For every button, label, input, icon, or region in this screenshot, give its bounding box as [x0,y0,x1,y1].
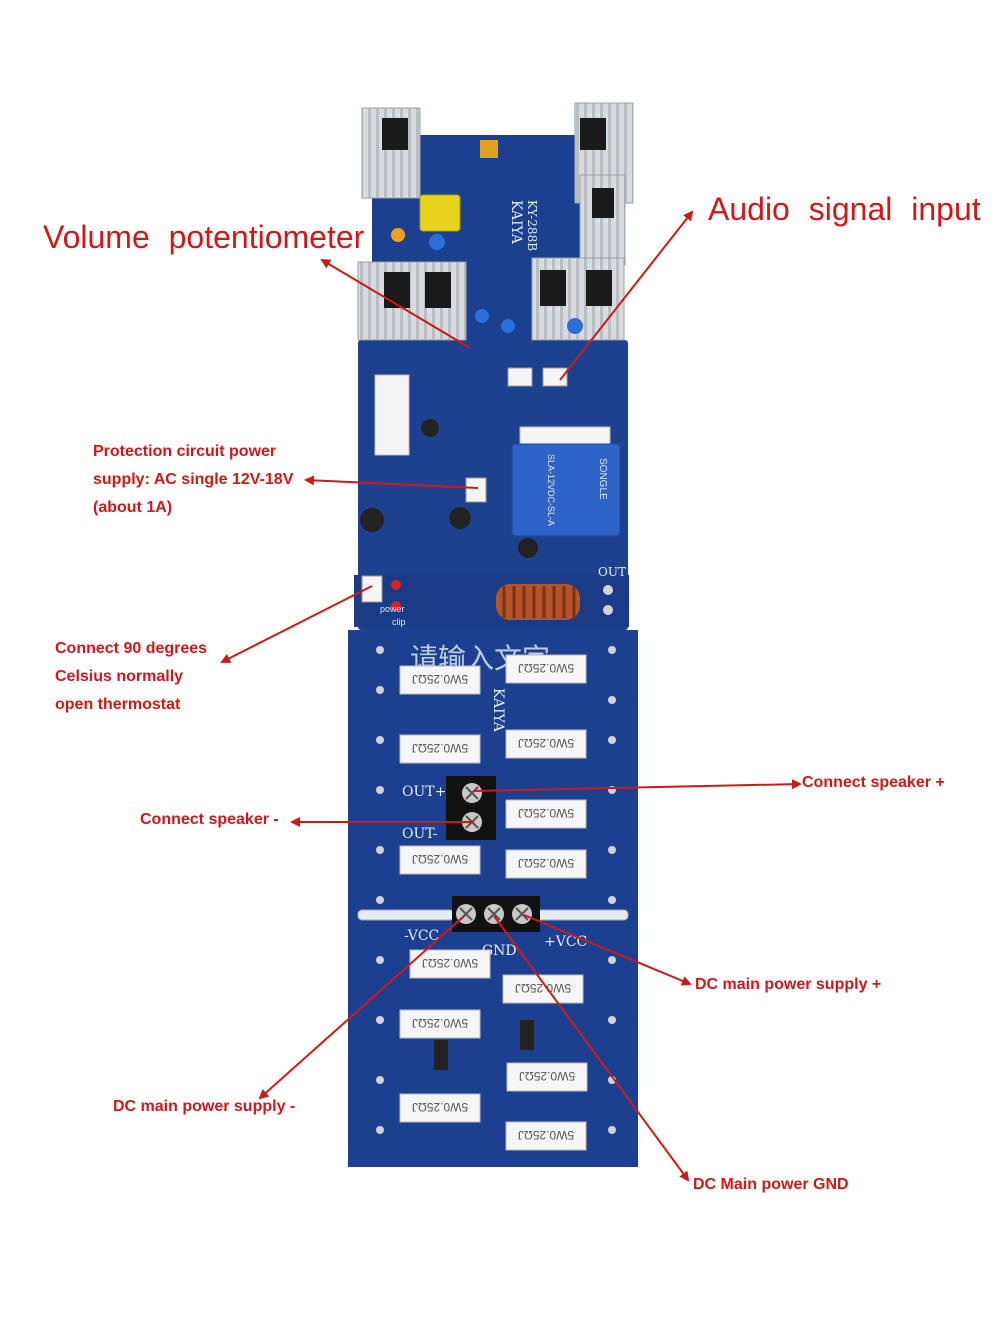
resistor-label: 5W0.25ΩJ [412,1016,468,1030]
label-speaker-plus: Connect speaker + [802,774,945,791]
label-thermostat-line-3: open thermostat [55,696,181,713]
speaker-terminal-block [446,776,496,840]
clip-led [391,601,401,611]
resistor-label: 5W0.25ΩJ [518,736,574,750]
power-resistor: 5W0.25ΩJ [505,729,587,759]
out-pad [603,585,613,595]
power-resistor: 5W0.25ΩJ [505,1121,587,1151]
label-dc-minus: DC main power supply - [113,1098,296,1115]
power-resistor: 5W0.25ΩJ [506,1062,588,1092]
resistor-label: 5W0.25ΩJ [422,956,478,970]
label-thermostat-line-2: Celsius normally [55,668,184,685]
fuse-right [531,909,629,921]
board-brand: KAIYA [508,200,524,245]
heatsink-right-mid [579,174,626,266]
label-protection-line-1: Protection circuit power [93,443,277,460]
capacitor [475,309,489,323]
driver-board: KAIYA KY-288B SONGLE SLA-12VDC-SL-A [354,102,634,655]
vcc-plus-label: +VCC [544,934,587,950]
relay-brand: SONGLE [597,458,608,500]
resistor-label: 5W0.25ΩJ [518,806,574,820]
diode [520,1020,534,1050]
label-audio-signal-input: Audio signal input [708,191,981,227]
protection-relay: SONGLE SLA-12VDC-SL-A [511,443,621,537]
resistor-label: 5W0.25ΩJ [518,661,574,675]
thermostat-connector [361,575,383,603]
power-resistor: 5W0.25ΩJ [399,1093,481,1123]
label-thermostat-line-1: Connect 90 degrees [55,640,208,657]
output-board: 请输入文字 KAIYA 5W0.25ΩJ 5W0.25ΩJ 5W0.25ΩJ 5… [348,630,638,1167]
resistor-label: 5W0.25ΩJ [412,1100,468,1114]
arrow-dc-minus [258,915,465,1100]
trimmer-potentiometer [480,140,498,158]
capacitor [518,538,538,558]
volume-connector [507,367,533,387]
input-capacitor [419,194,461,232]
arrow-volume [320,258,471,349]
power-resistor: 5W0.25ΩJ [399,1009,481,1039]
arrow-dc-gnd [493,915,690,1182]
diode [434,1040,448,1070]
lower-board-brand: KAIYA [490,688,506,733]
vcc-minus-label: -VCC [404,928,439,944]
volume-knob [391,228,405,242]
power-led [391,580,401,590]
power-resistor [374,374,410,456]
protection-power-connector [465,477,487,503]
arrow-protection [304,475,479,489]
out-plus-label: OUT+ [402,784,446,800]
arrow-speaker-plus [473,779,802,792]
power-resistor: 5W0.25ΩJ [399,734,481,764]
power-resistor: 5W0.25ΩJ [502,974,584,1004]
arrow-audio-input [559,210,694,381]
arrow-thermostat [220,585,373,663]
label-protection-line-3: (about 1A) [93,499,173,516]
resistor-label: 5W0.25ΩJ [518,856,574,870]
gnd-label: GND [482,943,517,959]
label-speaker-minus: Connect speaker - [140,811,279,828]
power-terminal-block [452,896,540,932]
power-resistor: 5W0.25ΩJ [399,845,481,875]
capacitor [429,234,445,250]
label-protection-line-2: supply: AC single 12V-18V [93,471,294,488]
capacitor [360,508,384,532]
relay-model: SLA-12VDC-SL-A [546,454,556,526]
power-resistor: 5W0.25ΩJ [505,849,587,879]
label-volume-potentiometer: Volume potentiometer [43,219,365,255]
power-resistor: 5W0.25ΩJ [505,799,587,829]
heatsink-left-lower [357,261,467,341]
output-inductor [496,584,580,620]
fuse-left [357,909,455,921]
audio-input-connector [542,367,568,387]
resistor-label: 5W0.25ΩJ [515,981,571,995]
resistor-label: 5W0.25ΩJ [518,1128,574,1142]
clip-led-label: clip [392,617,406,627]
out-label: OUT [598,565,626,579]
capacitor [501,319,515,333]
resistor-label: 5W0.25ΩJ [412,852,468,866]
out-minus-label: OUT- [402,826,438,842]
heatsink-top-left [361,107,421,199]
resistor-label: 5W0.25ΩJ [519,1069,575,1083]
power-resistor: 5W0.25ΩJ [399,665,481,695]
power-resistor: 5W0.25ΩJ [505,654,587,684]
resistor-label: 5W0.25ΩJ [412,672,468,686]
capacitor [421,419,439,437]
power-led-label: power [380,604,405,614]
out-pad [603,605,613,615]
board-model: KY-288B [525,200,539,251]
label-dc-gnd: DC Main power GND [693,1176,849,1193]
capacitor [567,318,583,334]
arrow-dc-plus [523,914,692,986]
label-dc-plus: DC main power supply + [695,976,882,993]
resistor-label: 5W0.25ΩJ [412,741,468,755]
capacitor [449,507,471,529]
